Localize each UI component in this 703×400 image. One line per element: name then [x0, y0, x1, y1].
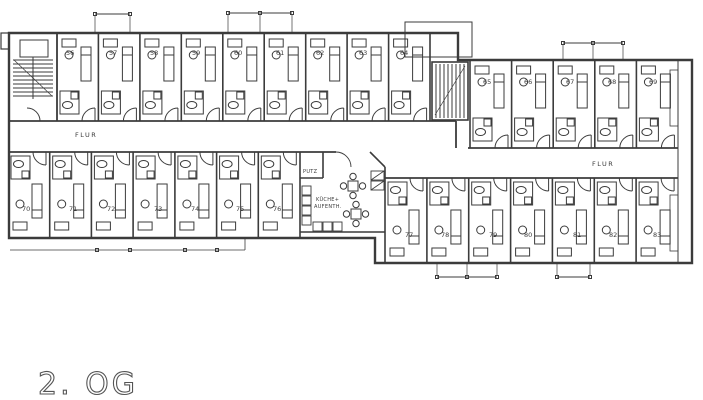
corridor-walls: [9, 120, 678, 179]
dorm-room: [638, 177, 675, 257]
room-number-label: 81: [573, 231, 581, 239]
balcony-railings: [10, 11, 625, 279]
building-outline: [7, 31, 694, 265]
dorm-room: [260, 151, 297, 231]
dorm-room: [471, 177, 508, 257]
room-number-label: 68: [608, 78, 616, 86]
room-number-label: 76: [273, 205, 281, 213]
dorm-room: [596, 177, 633, 257]
kitchen-fixtures: [301, 170, 385, 232]
dorm-room: [554, 177, 591, 257]
rooms-bottom-right: [387, 177, 675, 257]
room-number-label: 62: [316, 49, 324, 57]
dining-table-group: [342, 200, 370, 228]
dorm-room: [349, 38, 386, 122]
room-number-label: 72: [107, 205, 115, 213]
wardrobe-strip: [669, 194, 679, 252]
room-number-label: 74: [191, 205, 199, 213]
room-number-label: 79: [489, 231, 497, 239]
dorm-room: [387, 177, 424, 257]
dorm-room: [100, 38, 137, 122]
room-number-label: 67: [566, 78, 574, 86]
room-number-label: 70: [22, 205, 30, 213]
rooms-bottom-left: [10, 151, 297, 231]
dorm-room: [93, 151, 130, 231]
room-number-label: 82: [609, 231, 617, 239]
room-number-label: 59: [192, 49, 200, 57]
room-number-label: 56: [66, 49, 74, 57]
room-number-label: 71: [69, 205, 77, 213]
room-number-label: 58: [150, 49, 158, 57]
room-number-label: 64: [400, 49, 408, 57]
dorm-room: [135, 151, 172, 231]
floor-title: 2. OG: [38, 367, 138, 400]
dorm-room: [183, 38, 220, 122]
room-number-label: 66: [524, 78, 532, 86]
room-number-label: 78: [441, 231, 449, 239]
plan-labels: FLUR FLUR PUTZ KÜCHE+ AUFENTH. 56 57 58 …: [22, 49, 661, 400]
room-number-label: 75: [236, 205, 244, 213]
dorm-room: [10, 151, 47, 231]
kitchen-walls: [300, 151, 386, 263]
room-divider-walls: [48, 33, 638, 263]
dorm-room: [142, 38, 179, 122]
dining-table-group: [339, 172, 367, 200]
entry-porch: [0, 32, 10, 50]
dorm-room: [266, 38, 303, 122]
dorm-room: [219, 151, 256, 231]
corridor-label: FLUR: [592, 160, 614, 168]
dorm-room: [391, 38, 428, 122]
dorm-room: [513, 177, 550, 257]
dorm-room: [177, 151, 214, 231]
room-number-label: 61: [276, 49, 284, 57]
stair-bulkhead: [404, 21, 473, 58]
room-number-label: 57: [109, 49, 117, 57]
wardrobe-strip: [669, 69, 679, 127]
kitchen-label-line1: KÜCHE+: [316, 196, 339, 203]
plan-linework: [0, 11, 694, 279]
dorm-room: [225, 38, 262, 122]
corridor-label: FLUR: [75, 131, 97, 139]
room-number-label: 83: [653, 231, 661, 239]
room-number-label: 73: [154, 205, 162, 213]
room-number-label: 77: [405, 231, 413, 239]
room-number-label: 65: [483, 78, 491, 86]
kitchen-label-line2: AUFENTH.: [314, 204, 342, 210]
room-number-label: 60: [234, 49, 242, 57]
utility-room-label: PUTZ: [303, 169, 318, 175]
dorm-room: [308, 38, 345, 122]
dorm-room: [52, 151, 89, 231]
dorm-room: [429, 177, 466, 257]
staircase-west: [13, 33, 58, 122]
staircase-mid: [431, 61, 469, 121]
room-number-label: 63: [359, 49, 367, 57]
room-number-label: 80: [524, 231, 532, 239]
room-number-label: 69: [649, 78, 657, 86]
